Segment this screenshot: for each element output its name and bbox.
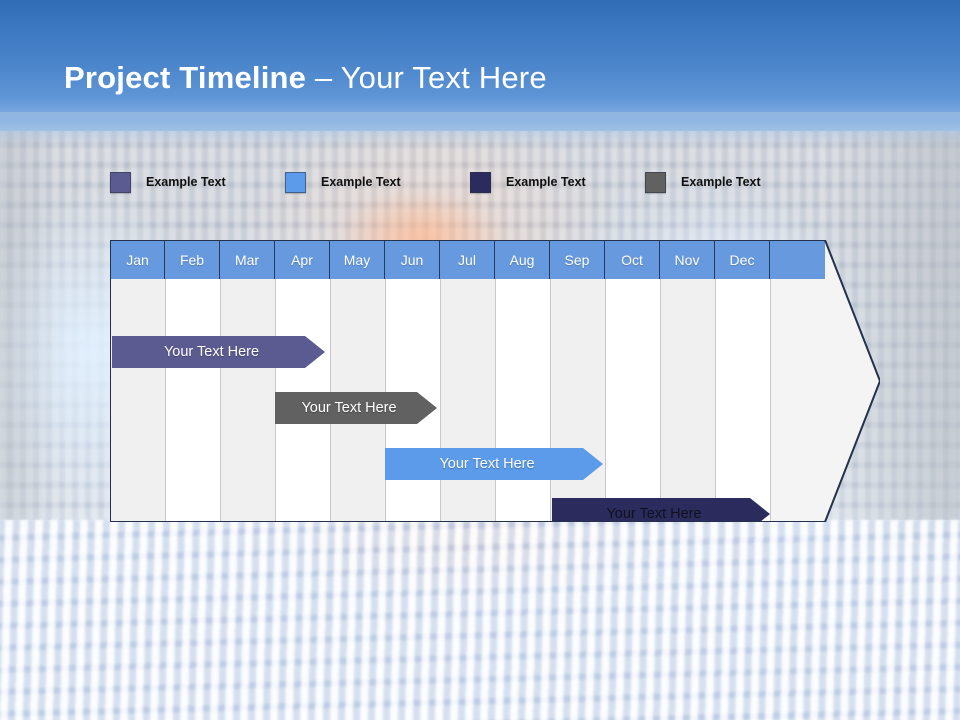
- task-bar-label-4: Your Text Here: [606, 506, 702, 522]
- background-left-vignette: [0, 130, 60, 550]
- month-column-feb: [165, 240, 220, 522]
- legend-swatch-icon-1: [110, 171, 131, 193]
- month-column-oct: [605, 240, 660, 522]
- legend-swatch-icon-2: [285, 171, 306, 193]
- column-separator-1: [165, 279, 166, 522]
- column-separator-8: [550, 279, 551, 522]
- column-separator-10: [660, 279, 661, 522]
- task-bar-label-1: Your Text Here: [163, 344, 260, 360]
- month-header-apr[interactable]: Apr: [275, 240, 330, 279]
- column-separator-2: [220, 279, 221, 522]
- month-header-may[interactable]: May: [330, 240, 385, 279]
- page-title-strong: Project Timeline: [64, 60, 307, 95]
- task-bar-label-3: Your Text Here: [439, 456, 535, 472]
- legend-label-4: Example Text: [681, 175, 761, 189]
- chart-border: [110, 240, 880, 522]
- month-header-jul[interactable]: Jul: [440, 240, 495, 279]
- month-header-oct[interactable]: Oct: [605, 240, 660, 279]
- month-header-dec[interactable]: Dec: [715, 240, 770, 279]
- page-title-light: – Your Text Here: [306, 60, 547, 95]
- month-header-tail: [770, 240, 825, 279]
- legend-swatch-icon-4: [645, 171, 666, 193]
- month-column-mar: [220, 240, 275, 522]
- legend-item-2[interactable]: Example Text: [285, 170, 401, 194]
- legend-item-3[interactable]: Example Text: [470, 170, 586, 194]
- month-header-aug[interactable]: Aug: [495, 240, 550, 279]
- legend-swatch-icon-3: [470, 171, 491, 193]
- month-column-nov: [660, 240, 715, 522]
- title-banner-fade: [0, 112, 960, 146]
- column-separator-12: [770, 279, 771, 522]
- column-separator-11: [715, 279, 716, 522]
- title-banner: [0, 0, 960, 146]
- legend: Example Text Example Text Example Text Exam…: [110, 170, 830, 194]
- background-tower-grid-lower: [0, 520, 960, 720]
- column-separator-9: [605, 279, 606, 522]
- month-column-apr: [275, 240, 330, 522]
- legend-item-1[interactable]: Example Text: [110, 170, 226, 194]
- month-header-mar[interactable]: Mar: [220, 240, 275, 279]
- month-column-dec: [715, 240, 770, 522]
- month-column-may: [330, 240, 385, 522]
- legend-label-3: Example Text: [506, 175, 586, 189]
- month-header-nov[interactable]: Nov: [660, 240, 715, 279]
- month-header-sep[interactable]: Sep: [550, 240, 605, 279]
- month-header-jun[interactable]: Jun: [385, 240, 440, 279]
- column-separator-7: [495, 279, 496, 522]
- legend-item-4[interactable]: Example Text: [645, 170, 761, 194]
- task-bar-label-2: Your Text Here: [301, 400, 397, 416]
- month-header-feb[interactable]: Feb: [165, 240, 220, 279]
- task-bar-3[interactable]: Your Text Here: [385, 448, 603, 480]
- legend-label-1: Example Text: [146, 175, 226, 189]
- column-separator-6: [440, 279, 441, 522]
- task-bar-2[interactable]: Your Text Here: [275, 392, 437, 424]
- month-column-jan: [110, 240, 165, 522]
- page-title: Project Timeline – Your Text Here: [64, 60, 547, 96]
- legend-label-2: Example Text: [321, 175, 401, 189]
- task-bar-4[interactable]: Your Text Here: [552, 498, 770, 530]
- task-bar-1[interactable]: Your Text Here: [112, 336, 325, 368]
